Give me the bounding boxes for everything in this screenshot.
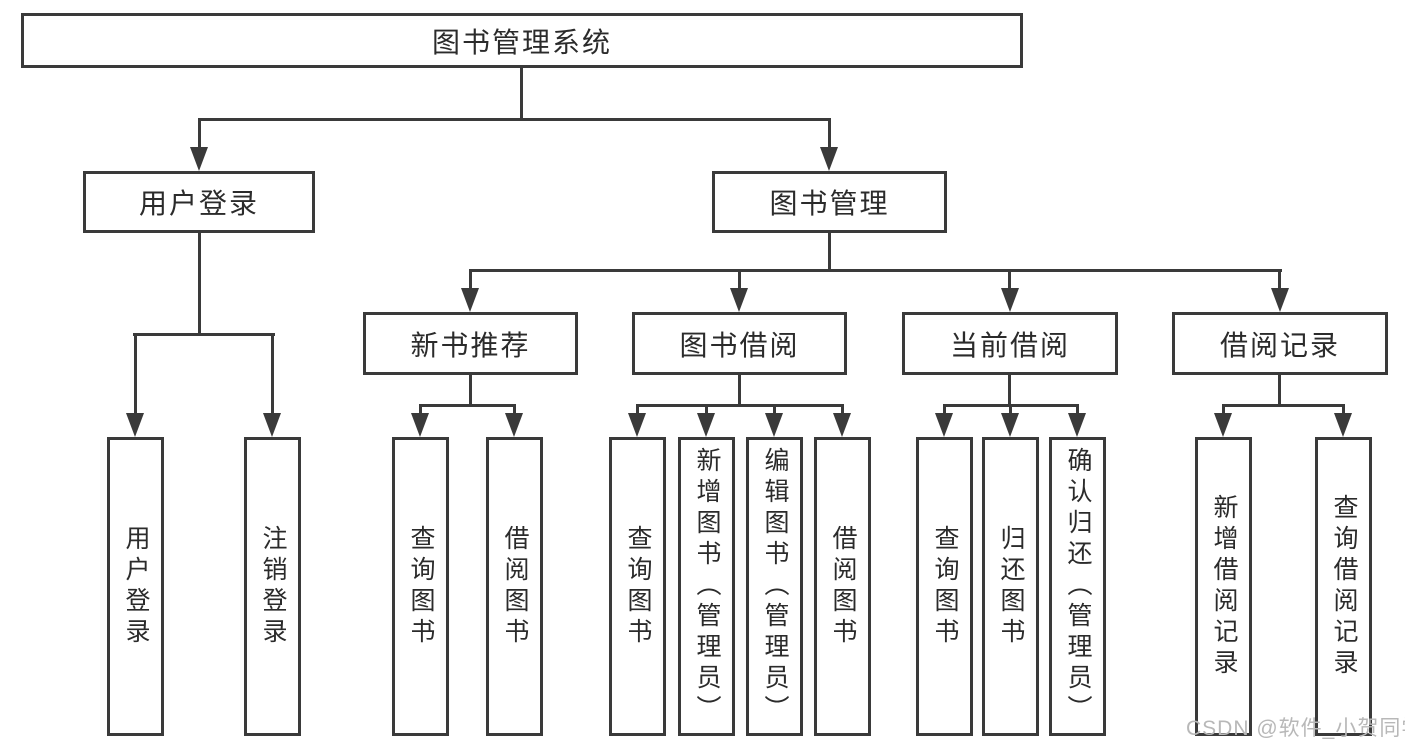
node-leaf-bb-add-books: 新增图书（管理员）	[678, 437, 735, 736]
arrow-down-icon	[461, 288, 479, 312]
arrow-down-icon	[263, 413, 281, 437]
node-label: 编辑图书（管理员）	[761, 447, 789, 726]
arrow-down-icon	[1271, 288, 1289, 312]
connector-borrow-bus	[636, 404, 843, 407]
connector-to-book-borrow	[738, 269, 741, 291]
connector-current-child3	[1076, 404, 1079, 416]
connector-borrow-child3	[773, 404, 776, 416]
node-label: 用户登录	[122, 524, 150, 649]
connector-current-child2	[1009, 404, 1012, 416]
arrow-down-icon	[190, 147, 208, 171]
arrow-down-icon	[833, 413, 851, 437]
arrow-down-icon	[411, 413, 429, 437]
connector-user-login-stem	[198, 233, 201, 335]
node-label: 归还图书	[997, 524, 1025, 649]
node-label: 新增图书（管理员）	[693, 447, 721, 726]
watermark: CSDN @软件_小贺同学	[1186, 717, 1405, 740]
arrow-down-icon	[765, 413, 783, 437]
connector-borrow-child4	[841, 404, 844, 416]
arrow-down-icon	[505, 413, 523, 437]
node-label: 借阅图书	[829, 524, 857, 649]
node-borrow-records: 借阅记录	[1172, 312, 1388, 375]
node-leaf-user-login: 用户登录	[107, 437, 164, 736]
node-root: 图书管理系统	[21, 13, 1023, 68]
node-label: 借阅图书	[501, 524, 529, 649]
node-leaf-br-add-record: 新增借阅记录	[1195, 437, 1252, 736]
node-book-borrow: 图书借阅	[632, 312, 847, 375]
arrow-down-icon	[730, 288, 748, 312]
arrow-down-icon	[1214, 413, 1232, 437]
node-book-mgmt: 图书管理	[712, 171, 947, 233]
connector-records-bus	[1222, 404, 1345, 407]
node-leaf-cb-confirm-return: 确认归还（管理员）	[1049, 437, 1106, 736]
connector-to-current-borrow	[1008, 269, 1011, 291]
connector-to-borrow-records	[1278, 269, 1281, 291]
node-leaf-cb-query-books: 查询图书	[916, 437, 973, 736]
arrow-down-icon	[1001, 288, 1019, 312]
arrow-down-icon	[820, 147, 838, 171]
arrow-down-icon	[1068, 413, 1086, 437]
arrow-down-icon	[628, 413, 646, 437]
node-leaf-br-query-record: 查询借阅记录	[1315, 437, 1372, 736]
node-leaf-rec-borrow-books: 借阅图书	[486, 437, 543, 736]
connector-to-leaf-user-login	[134, 333, 137, 413]
connector-root-bus	[198, 118, 831, 121]
node-current-borrow: 当前借阅	[902, 312, 1118, 375]
connector-rec-child2	[513, 404, 516, 416]
arrow-down-icon	[935, 413, 953, 437]
node-label: 查询图书	[407, 524, 435, 649]
arrow-down-icon	[697, 413, 715, 437]
node-label: 查询借阅记录	[1330, 493, 1358, 680]
node-label: 查询图书	[931, 524, 959, 649]
arrow-down-icon	[126, 413, 144, 437]
connector-to-new-book-rec	[469, 269, 472, 291]
connector-to-book-mgmt	[828, 118, 831, 148]
node-leaf-bb-query-books: 查询图书	[609, 437, 666, 736]
connector-rec-stem	[469, 375, 472, 406]
node-leaf-logout: 注销登录	[244, 437, 301, 736]
connector-records-child1	[1222, 404, 1225, 416]
node-label: 新增借阅记录	[1210, 493, 1238, 680]
node-new-book-rec: 新书推荐	[363, 312, 578, 375]
connector-book-mgmt-bus	[469, 269, 1282, 272]
connector-current-child1	[943, 404, 946, 416]
connector-records-child2	[1342, 404, 1345, 416]
node-label: 查询图书	[624, 524, 652, 649]
node-leaf-bb-borrow-books: 借阅图书	[814, 437, 871, 736]
connector-to-user-login	[198, 118, 201, 148]
node-label: 确认归还（管理员）	[1064, 447, 1092, 726]
arrow-down-icon	[1001, 413, 1019, 437]
connector-records-stem	[1278, 375, 1281, 406]
node-leaf-rec-query-books: 查询图书	[392, 437, 449, 736]
connector-borrow-child2	[705, 404, 708, 416]
connector-book-mgmt-stem	[828, 233, 831, 271]
connector-to-leaf-logout	[271, 333, 274, 413]
node-label: 注销登录	[259, 524, 287, 649]
connector-borrow-stem	[738, 375, 741, 406]
connector-rec-child1	[419, 404, 422, 416]
connector-root-stem	[520, 68, 523, 121]
node-leaf-cb-return-books: 归还图书	[982, 437, 1039, 736]
node-user-login: 用户登录	[83, 171, 315, 233]
connector-borrow-child1	[636, 404, 639, 416]
arrow-down-icon	[1334, 413, 1352, 437]
connector-rec-bus	[419, 404, 516, 407]
node-leaf-bb-edit-books: 编辑图书（管理员）	[746, 437, 803, 736]
connector-current-stem	[1008, 375, 1011, 406]
connector-user-login-bus	[133, 333, 275, 336]
